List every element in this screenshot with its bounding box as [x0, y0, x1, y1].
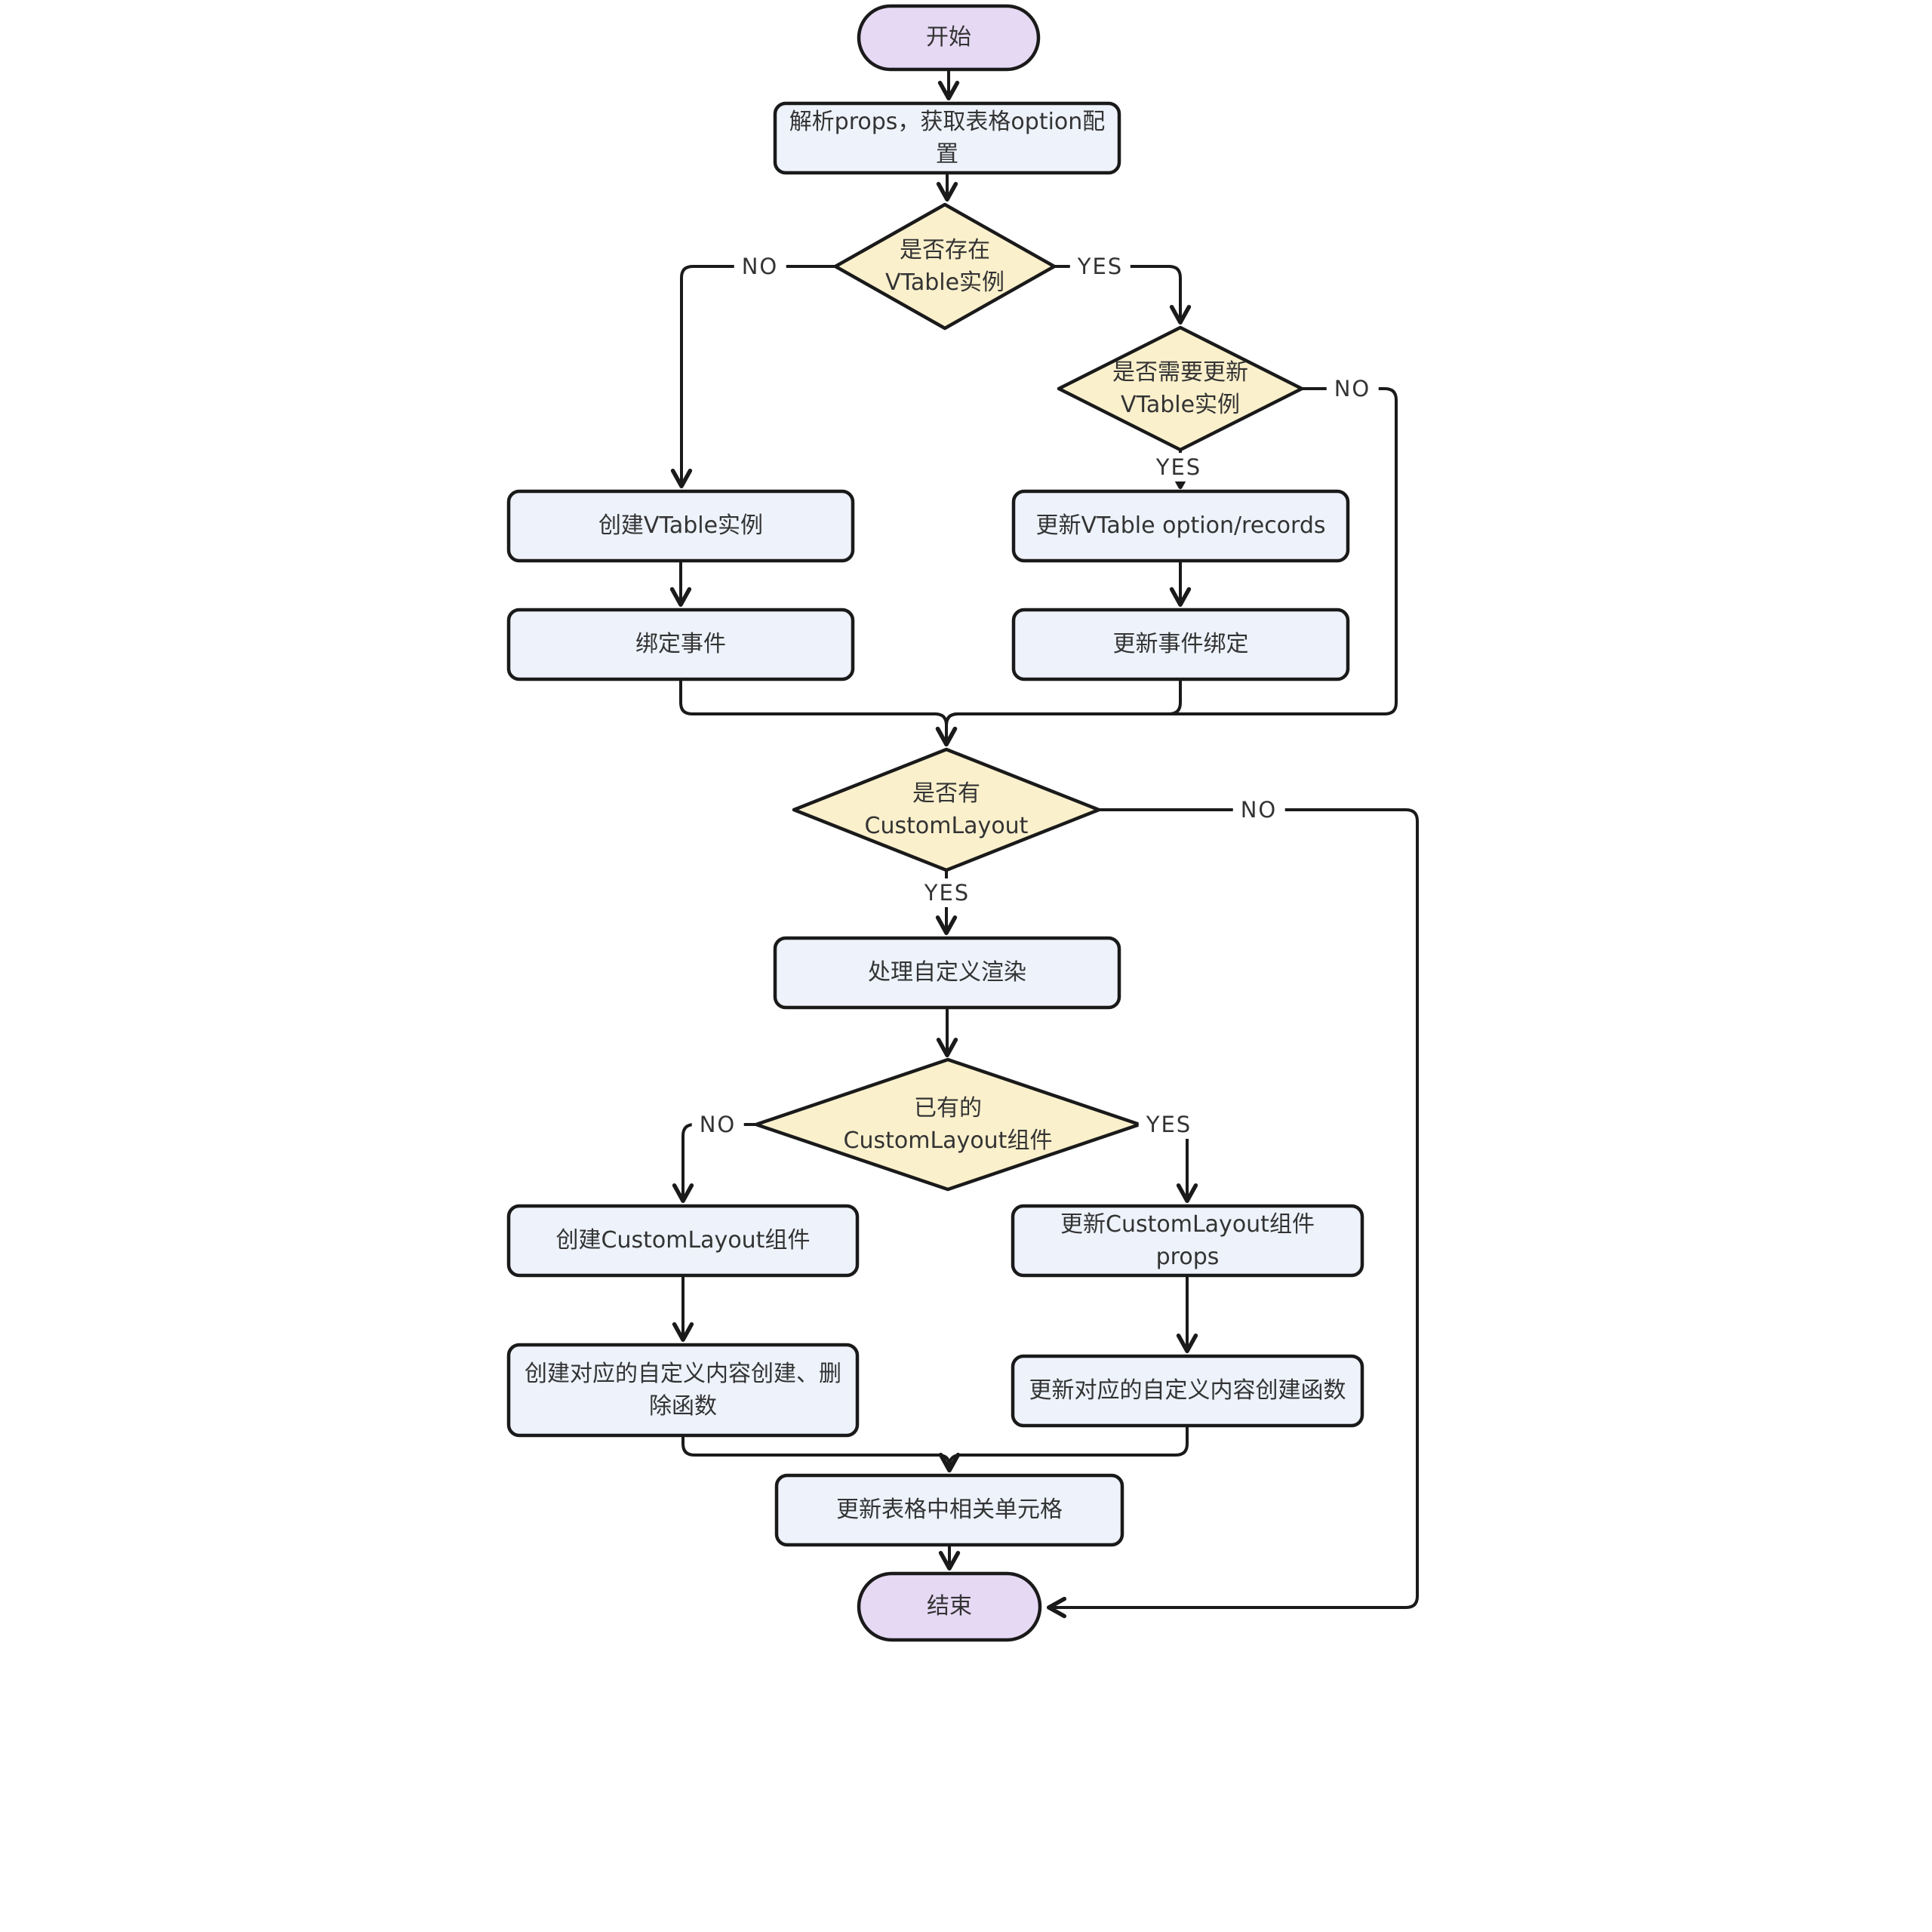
node-update-props: 更新CustomLayout组件 props	[1060, 1211, 1315, 1271]
edge-createfns-updatecells	[681, 1434, 961, 1473]
node-check-custom-layout: 是否有 CustomLayout	[864, 780, 1029, 840]
edge-label-no-skip-update: NO	[1326, 374, 1379, 403]
handle-custom-render-node-shape	[773, 936, 1121, 1010]
create-component-node-shape	[506, 1204, 860, 1278]
update-event-bind-node-shape	[1011, 608, 1350, 681]
node-update-option: 更新VTable option/records	[1035, 512, 1326, 540]
update-cells-node-shape	[774, 1473, 1124, 1547]
edge-checkvtable-no	[670, 265, 837, 489]
edge-bindevents-checkcustomlayout	[679, 678, 958, 747]
node-start: 开始	[926, 24, 971, 51]
node-parse: 解析props，获取表格option配置	[789, 108, 1106, 168]
node-end: 结束	[927, 1593, 972, 1620]
create-vtable-node-shape	[506, 489, 855, 563]
edge-label-yes-update-option: YES	[1148, 453, 1210, 481]
node-check-vtable: 是否存在 VTable实例	[884, 236, 1005, 297]
node-bind-events: 绑定事件	[635, 631, 726, 658]
update-props-node-shape	[1011, 1204, 1364, 1278]
edge-updateeventbind-checkcustomlayout	[935, 678, 1182, 747]
edge-label-no-create-component: NO	[691, 1110, 744, 1139]
node-update-fns: 更新对应的自定义内容创建函数	[1029, 1377, 1346, 1404]
update-fns-node-shape	[1011, 1354, 1364, 1428]
edge-updatefns-updatecells	[938, 1424, 1189, 1473]
node-create-component: 创建CustomLayout组件	[555, 1227, 811, 1254]
edge-label-no-custom-layout: NO	[1232, 795, 1285, 824]
edge-label-yes-check-update: YES	[1069, 252, 1131, 281]
node-create-vtable: 创建VTable实例	[598, 512, 764, 540]
edge-label-no-create-vtable: NO	[734, 252, 786, 281]
edge-checkvtable-yes	[1053, 265, 1192, 325]
end-node-shape	[857, 1571, 1042, 1642]
node-check-existing-component: 已有的 CustomLayout组件	[843, 1094, 1053, 1155]
node-check-update: 是否需要更新 VTable实例	[1112, 358, 1248, 419]
node-handle-custom-render: 处理自定义渲染	[868, 959, 1026, 986]
edge-checkcustomlayout-no	[1046, 808, 1419, 1619]
check-vtable-diamond-shape	[833, 202, 1057, 331]
node-update-event-bind: 更新事件绑定	[1112, 631, 1249, 658]
create-fns-node-shape	[506, 1343, 860, 1438]
check-custom-layout-diamond-shape	[792, 747, 1101, 872]
node-create-fns: 创建对应的自定义内容创建、删除函数	[525, 1360, 841, 1420]
start-node-shape	[857, 4, 1041, 72]
parse-node-shape	[773, 101, 1121, 175]
check-update-diamond-shape	[1057, 325, 1304, 452]
bind-events-node-shape	[506, 608, 855, 681]
update-option-node-shape	[1011, 489, 1350, 563]
edge-label-yes-handle-custom: YES	[916, 878, 978, 907]
edge-label-yes-update-props: YES	[1138, 1110, 1200, 1139]
node-update-cells: 更新表格中相关单元格	[836, 1497, 1063, 1524]
